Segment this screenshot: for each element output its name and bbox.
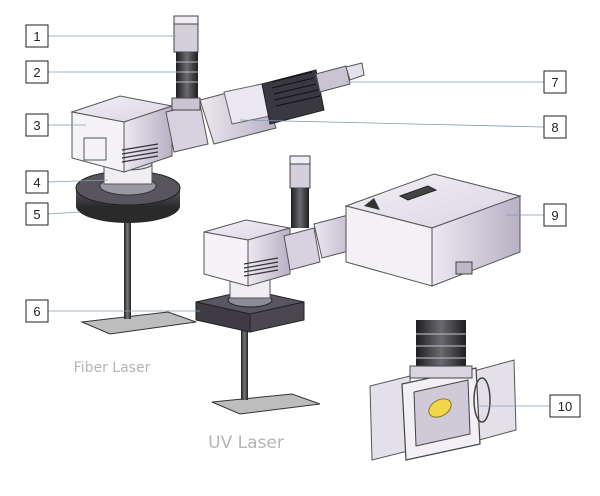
callout-box — [543, 203, 567, 227]
leader-line-5 — [47, 211, 81, 215]
callout-box — [25, 202, 49, 226]
callout-8: 8 — [543, 115, 567, 139]
leader-line-4 — [47, 179, 109, 183]
uv-base-plate — [211, 393, 321, 415]
detail-inset — [369, 320, 517, 461]
uv-laser-source-side — [431, 195, 521, 287]
uv-galvo-coupler — [283, 227, 321, 271]
fiber-scanhead-vents — [121, 143, 159, 163]
callout-number: 1 — [33, 29, 40, 44]
callout-3: 3 — [25, 113, 49, 137]
callout-7: 7 — [543, 70, 567, 94]
callout-boxes: 1 2 3 4 5 6 7 8 — [25, 24, 581, 418]
callout-box — [25, 299, 49, 323]
uv-laser-source-handle — [398, 185, 438, 201]
fiber-galvo-coupler — [165, 103, 209, 153]
callout-number: 2 — [33, 65, 40, 80]
callout-5: 5 — [25, 202, 49, 226]
fiber-output-tip — [345, 62, 365, 81]
callout-number: 4 — [33, 175, 40, 190]
callout-6: 6 — [25, 299, 49, 323]
callout-number: 5 — [33, 207, 40, 222]
caption-uv-laser: UV Laser — [208, 433, 284, 453]
callout-number: 7 — [551, 75, 558, 90]
inset-camera-lens — [416, 320, 466, 370]
inset-lens-ring — [473, 377, 491, 423]
fiber-camera-mount — [171, 97, 201, 111]
callout-2: 2 — [25, 60, 49, 84]
callout-box — [543, 70, 567, 94]
fiber-laser-fins — [271, 71, 321, 107]
fiber-column — [124, 215, 131, 319]
fiber-camera-body — [173, 21, 199, 53]
fiber-laser-assembly — [70, 15, 365, 335]
uv-scanhead-left — [203, 231, 249, 287]
inset-camera-mount — [409, 365, 473, 379]
callout-9: 9 — [543, 203, 567, 227]
leader-line-8 — [239, 119, 545, 128]
callout-box — [25, 24, 49, 48]
uv-scanhead-right — [247, 227, 291, 287]
uv-column — [241, 318, 248, 400]
uv-laser-warning-label — [364, 198, 380, 210]
callout-4: 4 — [25, 170, 49, 194]
uv-camera-lens — [291, 188, 309, 228]
callout-box — [25, 60, 49, 84]
callout-box — [25, 170, 49, 194]
callout-box — [25, 113, 49, 137]
uv-camera-body — [289, 161, 311, 189]
fiber-scanhead-panel — [83, 137, 107, 161]
leader-lines — [47, 35, 550, 407]
callout-number: 10 — [558, 399, 572, 414]
fiber-output-tube — [315, 65, 351, 93]
fiber-camera-lens — [176, 52, 198, 100]
fiber-laser-head — [261, 69, 325, 125]
uv-lens-frame-side — [249, 301, 305, 333]
uv-scanhead-vents — [243, 257, 279, 277]
callout-10: 10 — [549, 394, 581, 418]
fiber-camera-top — [173, 15, 199, 25]
uv-camera-top — [289, 155, 311, 165]
uv-laser-source-foot — [455, 261, 473, 275]
callout-number: 8 — [551, 120, 558, 135]
fiber-scanhead-left — [71, 111, 125, 173]
uv-laser-assembly — [195, 155, 522, 415]
fiber-base-plate — [80, 311, 197, 335]
inset-camera-lens-rings — [416, 333, 466, 359]
callout-box — [549, 394, 581, 418]
callout-number: 3 — [33, 118, 40, 133]
callout-number: 6 — [33, 304, 40, 319]
inset-mirror — [428, 398, 452, 418]
caption-fiber-laser: Fiber Laser — [74, 360, 151, 376]
callout-box — [543, 115, 567, 139]
fiber-camera-lens-rings — [176, 61, 198, 83]
callout-1: 1 — [25, 24, 49, 48]
callout-number: 9 — [551, 208, 558, 223]
